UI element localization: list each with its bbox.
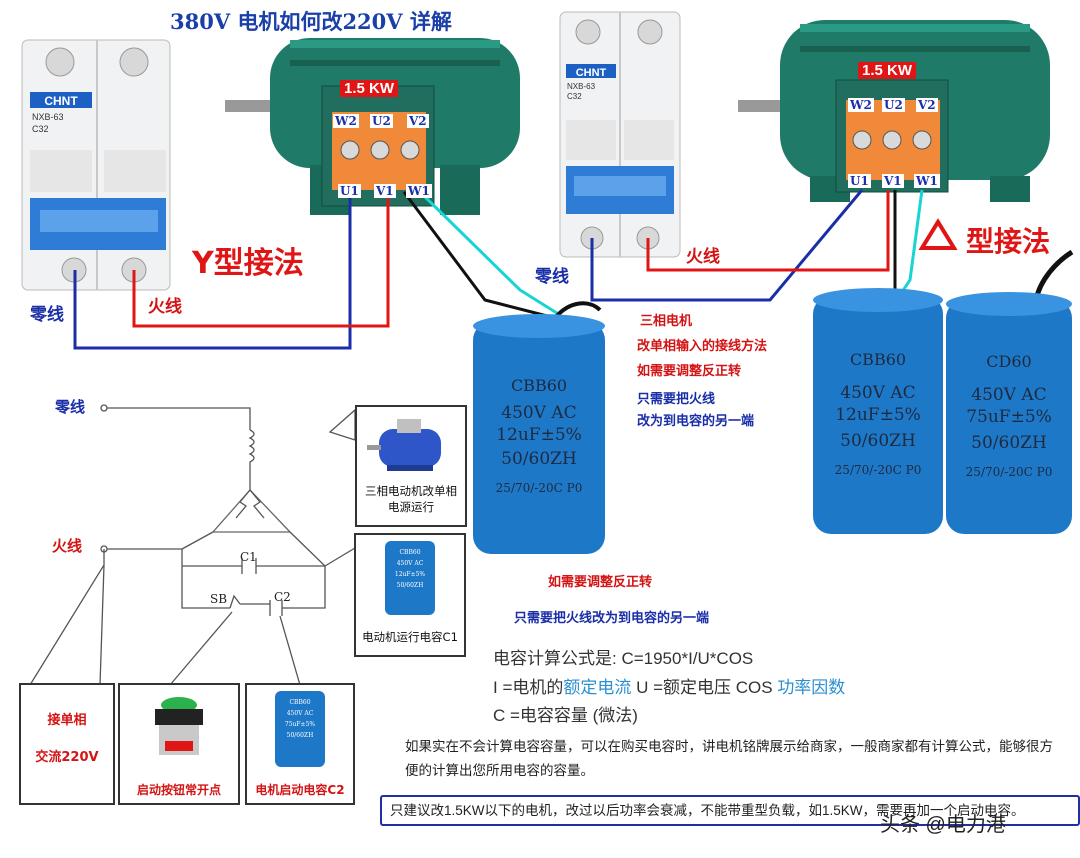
terminal-w1-left: W1: [406, 184, 432, 198]
live-wire-left: [132, 196, 390, 328]
page-title: 380V 电机如何改220V 详解: [170, 9, 452, 34]
terminal-w1-right: W1: [914, 174, 940, 188]
note-to-cap: 改为到电容的另一端: [637, 414, 755, 429]
terminal-u2-left: U2: [370, 114, 393, 128]
watermark: 头条 @电力港: [880, 814, 1006, 836]
breaker-right-brand: CHNT: [575, 67, 607, 79]
small-motor-icon: [367, 419, 441, 471]
note-middle-reverse: 如需要调整反正转: [548, 575, 653, 590]
neutral-wire-right: [590, 189, 864, 302]
breaker-left: [21, 39, 171, 291]
y-live-label: 火线: [148, 297, 182, 317]
terminal-u1-right: U1: [848, 174, 871, 188]
formula-line-3: C =电容容量 (微法): [493, 706, 638, 725]
terminal-w2-right: W2: [848, 98, 874, 112]
note-reverse: 如需要调整反正转: [637, 364, 742, 379]
breaker-right: [559, 11, 681, 258]
terminal-v1-left: V1: [374, 184, 396, 198]
schematic-lines: [29, 404, 356, 686]
small-start-cap: CBB60 450V AC 75uF±5% 50/60ZH: [275, 691, 325, 767]
boxed-warning: 只建议改1.5KW以下的电机，改过以后功率会衰减，不能带重型负载，如1.5KW，…: [380, 795, 1080, 826]
c2-label: C2: [274, 590, 291, 604]
cyan-wire-right: [900, 189, 924, 293]
delta-live-label: 火线: [686, 247, 720, 267]
cap-middle-body: [473, 301, 605, 554]
schematic-live-label: 火线: [52, 537, 83, 555]
note-three-phase: 三相电机: [640, 314, 693, 329]
terminal-v2-left: V2: [407, 114, 429, 128]
terminal-u1-left: U1: [338, 184, 361, 198]
note-middle-live: 只需要把火线改为到电容的另一端: [514, 611, 710, 626]
motor-left-power: 1.5 KW: [340, 80, 399, 97]
breaker-right-rating: C32: [567, 92, 582, 101]
start-button-box: 启动按钮常开点: [118, 683, 240, 805]
neutral-wire-left: [73, 196, 352, 350]
breaker-left-rating: C32: [32, 124, 49, 134]
terminal-v1-right: V1: [882, 174, 904, 188]
formula-line-1: 电容计算公式是: C=1950*I/U*COS: [493, 649, 754, 668]
cyan-wire-left: [416, 188, 561, 317]
cap-right1-body: [813, 288, 943, 534]
note-single-phase: 改单相输入的接线方法: [637, 339, 768, 354]
single-phase-input-box: 接单相 交流220V: [19, 683, 115, 805]
delta-connection-heading: 型接法: [966, 225, 1051, 258]
y-neutral-label: 零线: [30, 305, 64, 325]
formula-line-2: I =电机的额定电流 U =额定电压 COS 功率因数: [493, 678, 846, 697]
motor-right-power: 1.5 KW: [858, 62, 917, 79]
sb-label: SB: [210, 592, 228, 606]
cap-middle-label: CBB60 450V AC 12uF±5% 50/60ZH 25/70/-20C…: [495, 376, 583, 495]
small-run-cap: CBB60 450V AC 12uF±5% 50/60ZH: [385, 541, 435, 615]
terminal-v2-right: V2: [916, 98, 938, 112]
black-wire-left: [402, 191, 556, 320]
note-only-live: 只需要把火线: [637, 392, 716, 407]
terminal-w2-left: W2: [333, 114, 359, 128]
breaker-right-model: NXB-63: [567, 82, 596, 91]
motor-thumbnail: 三相电动机改单相电源运行: [355, 405, 467, 527]
run-cap-thumbnail: CBB60 450V AC 12uF±5% 50/60ZH 电动机运行电容C1: [354, 533, 466, 657]
breaker-left-model: NXB-63: [32, 112, 64, 122]
live-wire-right: [646, 190, 890, 272]
cap-right1-label: CBB60 450V AC 12uF±5% 50/60ZH 25/70/-20C…: [834, 350, 922, 477]
push-button-icon: [151, 697, 207, 759]
terminal-u2-right: U2: [882, 98, 905, 112]
advice-paragraph: 如果实在不会计算电容容量，可以在购买电容时，讲电机铭牌展示给商家，一般商家都有计…: [405, 739, 1053, 778]
y-connection-heading: Y型接法: [192, 246, 304, 281]
breaker-left-brand: CHNT: [44, 94, 78, 108]
cap-right2-body: [946, 249, 1074, 534]
c1-label: C1: [240, 550, 257, 564]
schematic-neutral-label: 零线: [55, 398, 86, 416]
delta-icon: [918, 218, 958, 250]
start-cap-box: CBB60 450V AC 75uF±5% 50/60ZH 电机启动电容C2: [245, 683, 355, 805]
delta-neutral-label: 零线: [535, 267, 569, 287]
cap-right2-label: CD60 450V AC 75uF±5% 50/60ZH 25/70/-20C …: [965, 352, 1053, 479]
